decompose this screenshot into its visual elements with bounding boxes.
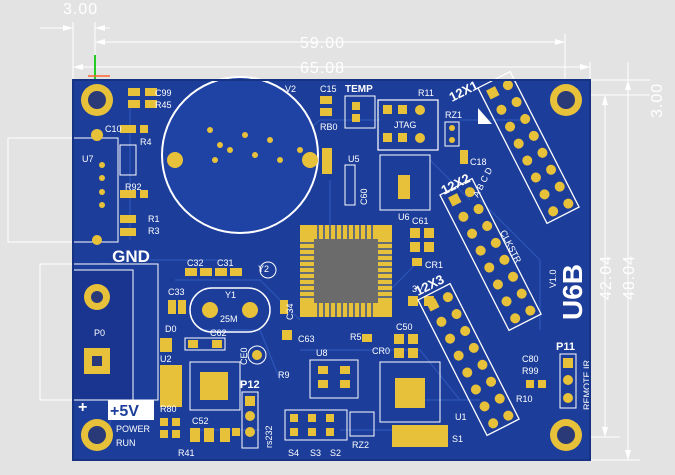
label-c34: C34 xyxy=(285,303,295,320)
label-jtag: JTAG xyxy=(394,120,416,130)
label-u1: U1 xyxy=(455,412,467,422)
label-r80: R80 xyxy=(160,404,177,414)
label-r9: R9 xyxy=(278,370,290,380)
label-rs232: rs232 xyxy=(264,425,274,448)
label-run: RUN xyxy=(116,438,136,448)
dim-inner-height: 42.04 xyxy=(598,255,615,300)
board-name: U6B xyxy=(557,264,588,320)
label-c33: C33 xyxy=(168,287,185,297)
dim-left-offset: 3.00 xyxy=(63,1,98,18)
label-5v: +5V xyxy=(110,403,139,420)
dim-outer-height: 48.04 xyxy=(621,255,638,300)
label-r45: R45 xyxy=(155,100,172,110)
label-u8: U8 xyxy=(316,348,328,358)
label-c31: C31 xyxy=(217,258,234,268)
label-c52: C52 xyxy=(192,416,209,426)
label-c50: C50 xyxy=(396,322,413,332)
label-rz1: RZ1 xyxy=(445,110,462,120)
label-r4: R4 xyxy=(140,137,152,147)
label-u2: U2 xyxy=(160,354,172,364)
label-c63: C63 xyxy=(298,334,315,344)
label-s4: S4 xyxy=(288,448,299,458)
label-c62: C62 xyxy=(210,328,227,338)
label-c61: C61 xyxy=(412,216,429,226)
label-d0: D0 xyxy=(165,324,177,334)
label-r41: R41 xyxy=(178,448,195,458)
label-c60: C60 xyxy=(359,188,369,205)
label-plus: + xyxy=(78,399,87,416)
label-u5: U5 xyxy=(348,154,360,164)
label-r92: R92 xyxy=(125,182,142,192)
label-v2: V2 xyxy=(285,84,296,94)
dim-inner-width: 59.00 xyxy=(300,35,345,52)
dim-right-offset: 3.00 xyxy=(649,83,666,118)
label-r1: R1 xyxy=(148,214,160,224)
label-p12: P12 xyxy=(240,379,260,391)
label-power: POWER xyxy=(116,424,151,434)
crystal-y1 xyxy=(189,287,271,333)
battery-outline xyxy=(161,76,319,234)
label-c80: C80 xyxy=(522,354,539,364)
mounting-holes xyxy=(81,84,582,451)
usb-outline xyxy=(7,137,119,243)
dim-outer-width: 65.08 xyxy=(300,60,345,77)
mcu-chip xyxy=(300,225,392,317)
label-cr0: CR0 xyxy=(372,346,390,356)
label-p11: P11 xyxy=(556,341,575,353)
label-p0: P0 xyxy=(94,328,105,338)
label-cr1: CR1 xyxy=(425,260,443,270)
label-c10: C10 xyxy=(105,124,122,134)
dimension-arrows xyxy=(63,25,631,460)
label-c32: C32 xyxy=(187,258,204,268)
label-y2: Y2 xyxy=(258,264,269,274)
label-remote-ir: REMOTE IR xyxy=(582,359,592,410)
label-r3: R3 xyxy=(148,226,160,236)
label-c15: C15 xyxy=(320,84,337,94)
label-version: V1.0 xyxy=(548,269,558,288)
label-temp: TEMP xyxy=(345,84,373,95)
label-s3: S3 xyxy=(310,448,321,458)
label-u6: U6 xyxy=(398,212,410,222)
label-y1: Y1 xyxy=(225,290,236,300)
label-ce0: CE0 xyxy=(239,347,249,365)
label-c99: C99 xyxy=(155,88,172,98)
label-r5: R5 xyxy=(350,332,362,342)
header-12x3 xyxy=(417,282,520,437)
left-components xyxy=(91,88,157,245)
label-5v-box xyxy=(108,400,154,420)
label-3v: 3V xyxy=(412,284,423,294)
label-u7: U7 xyxy=(82,154,94,164)
label-rz2: RZ2 xyxy=(352,440,369,450)
label-s2: S2 xyxy=(330,448,341,458)
label-r99: R99 xyxy=(522,366,539,376)
label-25m: 25M xyxy=(220,314,238,324)
label-r11: R11 xyxy=(418,88,434,98)
header-12x2 xyxy=(439,177,542,332)
label-rb0: RB0 xyxy=(320,122,338,132)
label-s1: S1 xyxy=(452,434,463,444)
label-c18: C18 xyxy=(470,157,487,167)
label-gnd: _ GND xyxy=(97,247,150,266)
label-r10: R10 xyxy=(516,394,533,404)
